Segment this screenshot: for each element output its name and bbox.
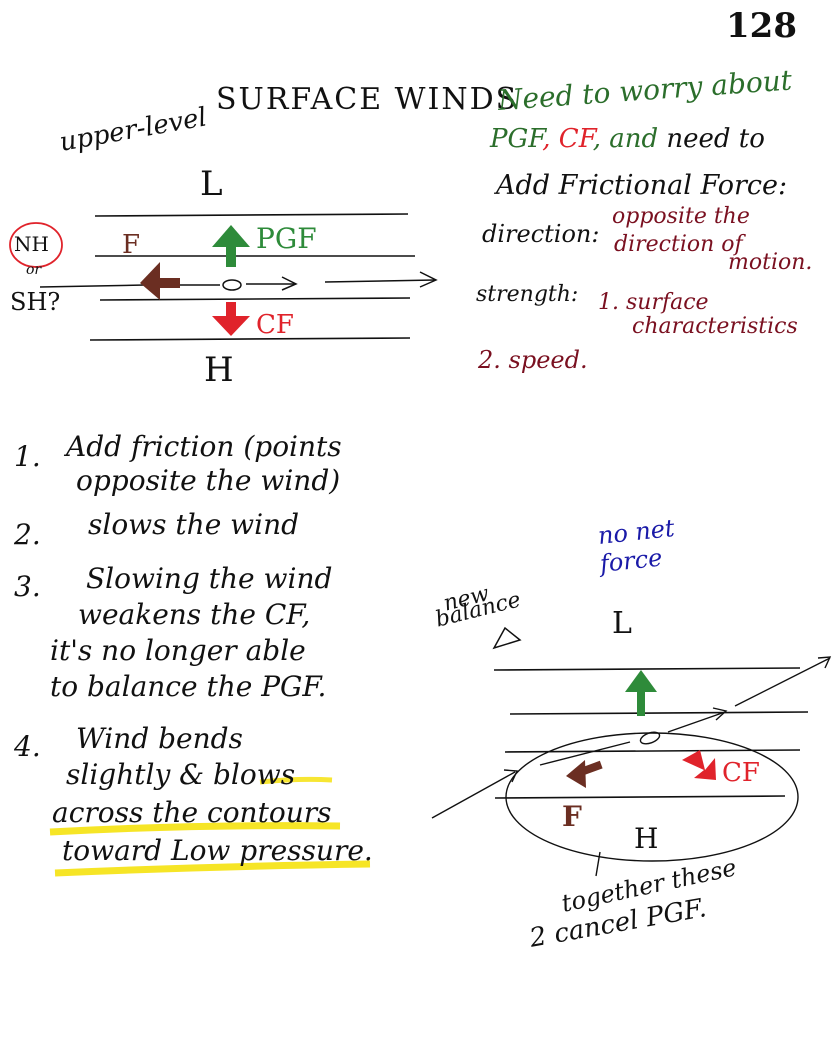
- bottom-cf-arrow: [682, 750, 716, 780]
- pointer-line: [595, 851, 601, 877]
- note-cf: CF: [558, 124, 593, 154]
- bottom-high-label: H: [634, 822, 659, 855]
- isobar-line: [493, 667, 801, 671]
- friction-arrow: [140, 262, 180, 300]
- bottom-pgf-arrow: [625, 670, 657, 716]
- page-title: SURFACE WINDS: [216, 82, 519, 117]
- strength-1b: characteristics: [632, 314, 798, 339]
- step-2-line-1: slows the wind: [88, 508, 300, 541]
- bottom-cf-label: CF: [722, 758, 760, 788]
- bottom-wind-arrow: [431, 656, 832, 819]
- step-3-line-2: weakens the CF,: [78, 598, 311, 631]
- step-1-num: 1.: [14, 440, 41, 473]
- note-cf-sep: ,: [542, 124, 559, 154]
- step-3-line-1: Slowing the wind: [86, 562, 333, 595]
- highlight-stroke: [259, 776, 333, 785]
- direction-text-1: opposite the: [612, 204, 750, 229]
- bottom-f-label: F: [562, 800, 582, 833]
- or-label: or: [26, 262, 42, 278]
- nh-circle: [9, 222, 63, 268]
- pgf-label: PGF: [256, 222, 317, 255]
- nh-label: NH: [14, 232, 49, 256]
- step-3-line-4: to balance the PGF.: [50, 670, 327, 703]
- note-line-2: PGF, CF, and need to: [490, 124, 765, 154]
- strength-2: 2. speed.: [478, 346, 588, 374]
- sh-label: SH?: [10, 288, 61, 316]
- isobar-line: [94, 213, 409, 217]
- note-and: , and: [592, 124, 659, 154]
- highlight-stroke: [54, 860, 371, 877]
- top-isobars: [89, 213, 415, 341]
- direction-text-2: direction of: [614, 232, 743, 257]
- isobar-line: [89, 337, 411, 341]
- step-4-line-4: toward Low pressure.: [62, 834, 373, 867]
- low-pressure-label: L: [200, 164, 223, 204]
- direction-label: direction:: [482, 220, 600, 248]
- isobar-line: [509, 711, 809, 715]
- strength-1: 1. surface: [598, 290, 709, 315]
- note-need-to: need to: [666, 124, 765, 154]
- bottom-friction-arrow: [566, 760, 603, 788]
- isobar-line: [494, 795, 786, 799]
- high-pressure-label: H: [204, 350, 234, 390]
- step-3-num: 3.: [14, 570, 41, 603]
- step-4-line-1: Wind bends: [76, 722, 243, 755]
- cf-label: CF: [256, 310, 294, 340]
- note-line-3: Add Frictional Force:: [496, 170, 788, 201]
- pgf-arrow: [212, 225, 250, 267]
- strength-label: strength:: [476, 282, 579, 307]
- step-4-num: 4.: [14, 730, 41, 763]
- step-1-line-1: Add friction (points: [66, 430, 342, 463]
- top-wind-arrow: [39, 271, 438, 291]
- direction-text-3: motion.: [728, 250, 813, 275]
- new-balance-arrow-icon: [492, 626, 522, 650]
- highlight-stroke: [49, 822, 341, 836]
- step-1-line-2: opposite the wind): [76, 464, 341, 497]
- step-2-num: 2.: [14, 518, 41, 551]
- step-4-line-2: slightly & blows: [66, 758, 296, 791]
- bottom-low-label: L: [612, 606, 632, 641]
- isobar-line: [99, 297, 411, 301]
- cf-arrow: [212, 302, 250, 336]
- friction-label: F: [122, 230, 141, 260]
- step-3-line-3: it's no longer able: [50, 634, 306, 667]
- step-4-line-3: across the contours: [52, 796, 332, 829]
- note-pgf: PGF: [490, 124, 543, 154]
- page-number: 128: [726, 6, 797, 46]
